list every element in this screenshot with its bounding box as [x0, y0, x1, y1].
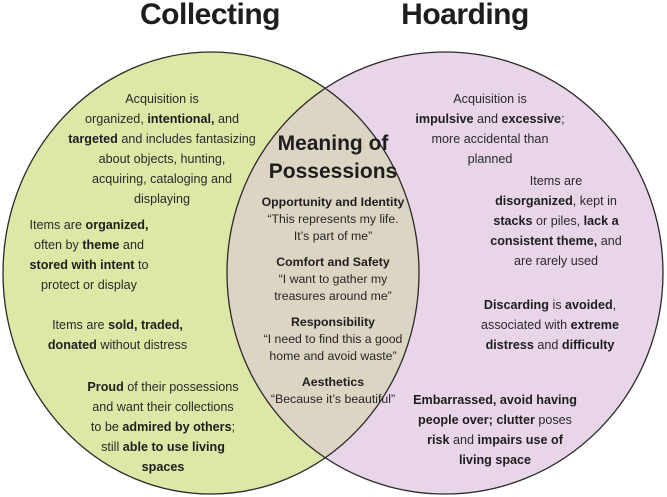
hoarding-title: Hoarding — [401, 0, 529, 31]
intersection-region — [227, 52, 419, 494]
collecting-title: Collecting — [140, 0, 281, 31]
intersection-title: Meaning of Possessions — [268, 132, 398, 183]
collecting-discarding-text: Items are sold, traded,donated without d… — [47, 318, 188, 352]
meaning-aesthetics: Aesthetics “Because it’s beautiful” — [270, 375, 396, 406]
meaning-responsibility: Responsibility “I need to find this a go… — [263, 315, 403, 363]
hoarding-discarding-text: Discarding is avoided,associated with ex… — [481, 298, 619, 352]
meaning-opportunity-identity: Opportunity and Identity “This represent… — [261, 195, 405, 243]
meaning-comfort-safety: Comfort and Safety “I want to gather my … — [274, 255, 392, 303]
